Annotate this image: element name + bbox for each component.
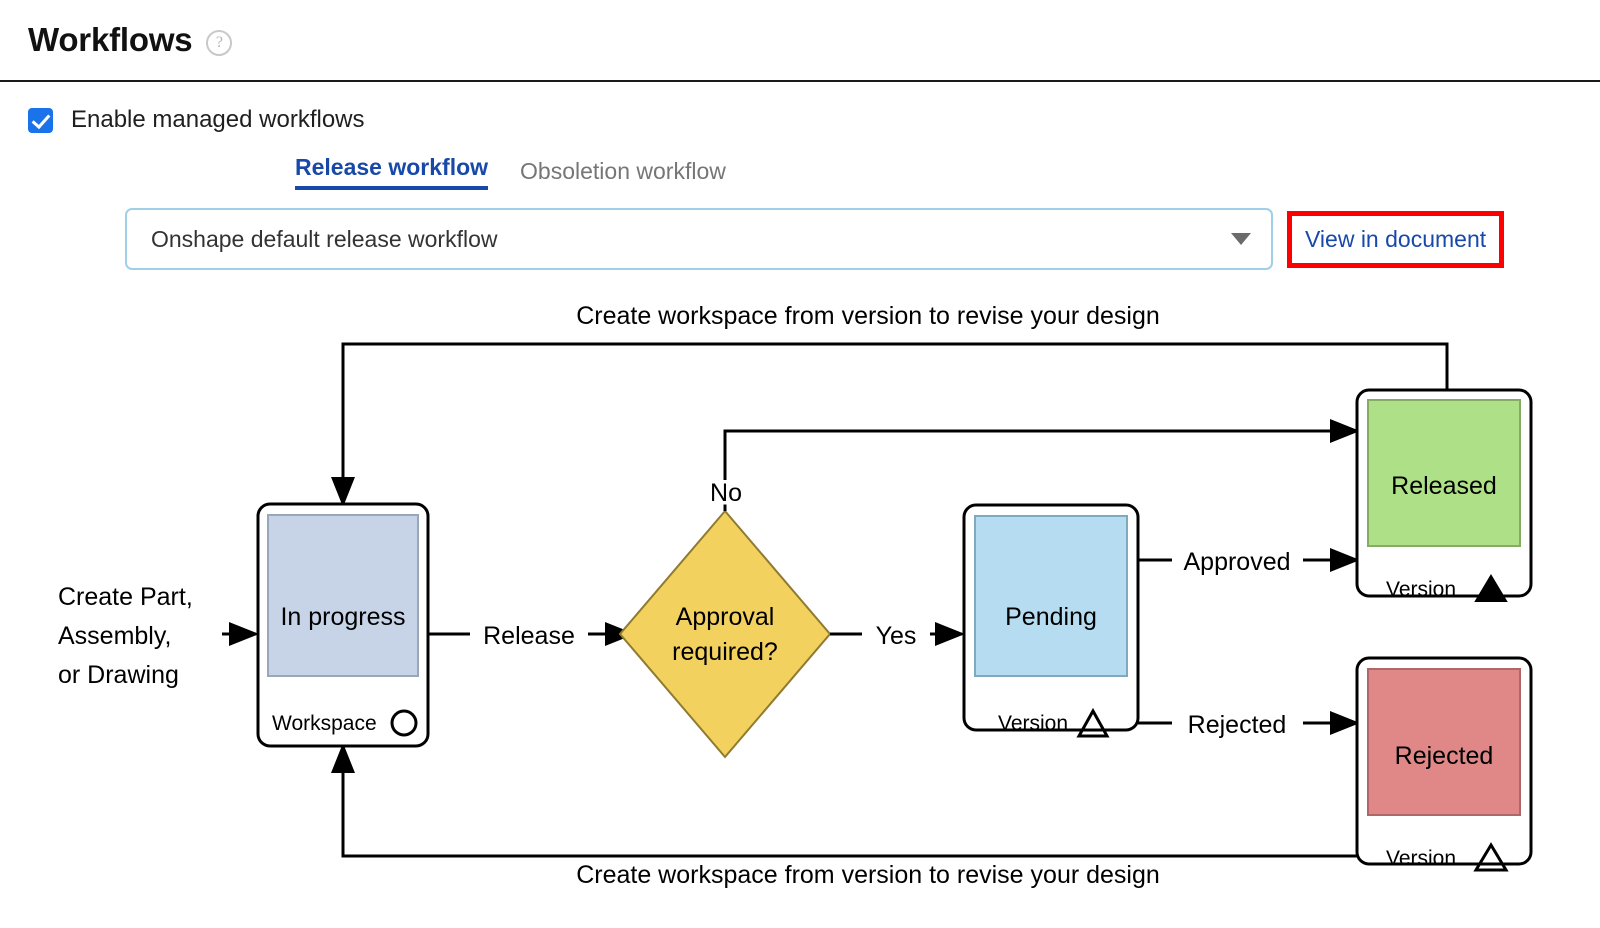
edge-approval-no-to-released — [723, 419, 1360, 511]
node-approval-line2: required? — [672, 638, 778, 666]
node-pending-footer: Version — [998, 712, 1068, 735]
triangle-outline-icon — [1076, 707, 1110, 738]
node-approval-line1: Approval — [676, 603, 775, 631]
page-header: Workflows ? — [0, 0, 1600, 82]
node-pending[interactable]: Pending Version — [962, 503, 1140, 738]
enable-managed-workflows-row[interactable]: Enable managed workflows — [0, 82, 1600, 134]
tab-release-workflow[interactable]: Release workflow — [295, 154, 489, 190]
page-title: Workflows — [28, 21, 193, 58]
help-icon[interactable]: ? — [206, 30, 233, 56]
circle-icon — [390, 709, 418, 737]
node-approval-required[interactable]: Approval required? — [618, 509, 832, 759]
entry-label-line3: or Drawing — [58, 661, 179, 689]
edge-label-approved: Approved — [1183, 548, 1290, 576]
node-in-progress-footer: Workspace — [272, 712, 377, 735]
release-workflow-diagram: Create workspace from version to revise … — [0, 286, 1600, 928]
triangle-filled-icon — [1474, 574, 1508, 602]
enable-managed-workflows-checkbox[interactable] — [28, 107, 53, 133]
chevron-down-icon[interactable] — [1231, 233, 1251, 245]
edge-label-release: Release — [483, 622, 575, 650]
view-in-document-link[interactable]: View in document — [1305, 225, 1487, 252]
enable-managed-workflows-label: Enable managed workflows — [71, 106, 365, 133]
node-released-title: Released — [1391, 472, 1497, 500]
bottom-caption: Create workspace from version to revise … — [576, 861, 1160, 889]
node-rejected[interactable]: Rejected Version — [1355, 656, 1533, 872]
node-in-progress[interactable]: In progress Workspace — [256, 502, 430, 748]
top-caption: Create workspace from version to revise … — [576, 302, 1160, 330]
triangle-outline-icon — [1473, 842, 1509, 872]
node-in-progress-title: In progress — [280, 603, 405, 631]
workflow-select[interactable]: Onshape default release workflow — [125, 208, 1273, 270]
workflow-select-value: Onshape default release workflow — [151, 225, 498, 252]
workflow-select-row: Onshape default release workflow View in… — [0, 208, 1600, 270]
edge-label-no: No — [710, 479, 742, 507]
tab-obsoletion-workflow[interactable]: Obsoletion workflow — [520, 158, 726, 184]
node-released[interactable]: Released Version — [1355, 388, 1533, 602]
entry-label-line2: Assembly, — [58, 622, 171, 650]
node-rejected-footer: Version — [1386, 847, 1456, 870]
view-in-document-highlight: View in document — [1287, 210, 1505, 268]
edge-rejected-to-in-progress — [331, 743, 1357, 858]
node-rejected-title: Rejected — [1395, 742, 1494, 770]
node-pending-title: Pending — [1005, 603, 1097, 631]
edge-released-to-in-progress — [331, 342, 1449, 507]
entry-label-line1: Create Part, — [58, 583, 193, 611]
workflow-tabs: Release workflow Obsoletion workflow — [0, 154, 1600, 190]
edge-label-yes: Yes — [876, 622, 917, 650]
node-released-footer: Version — [1386, 578, 1456, 601]
edge-label-rejected: Rejected — [1188, 711, 1287, 739]
